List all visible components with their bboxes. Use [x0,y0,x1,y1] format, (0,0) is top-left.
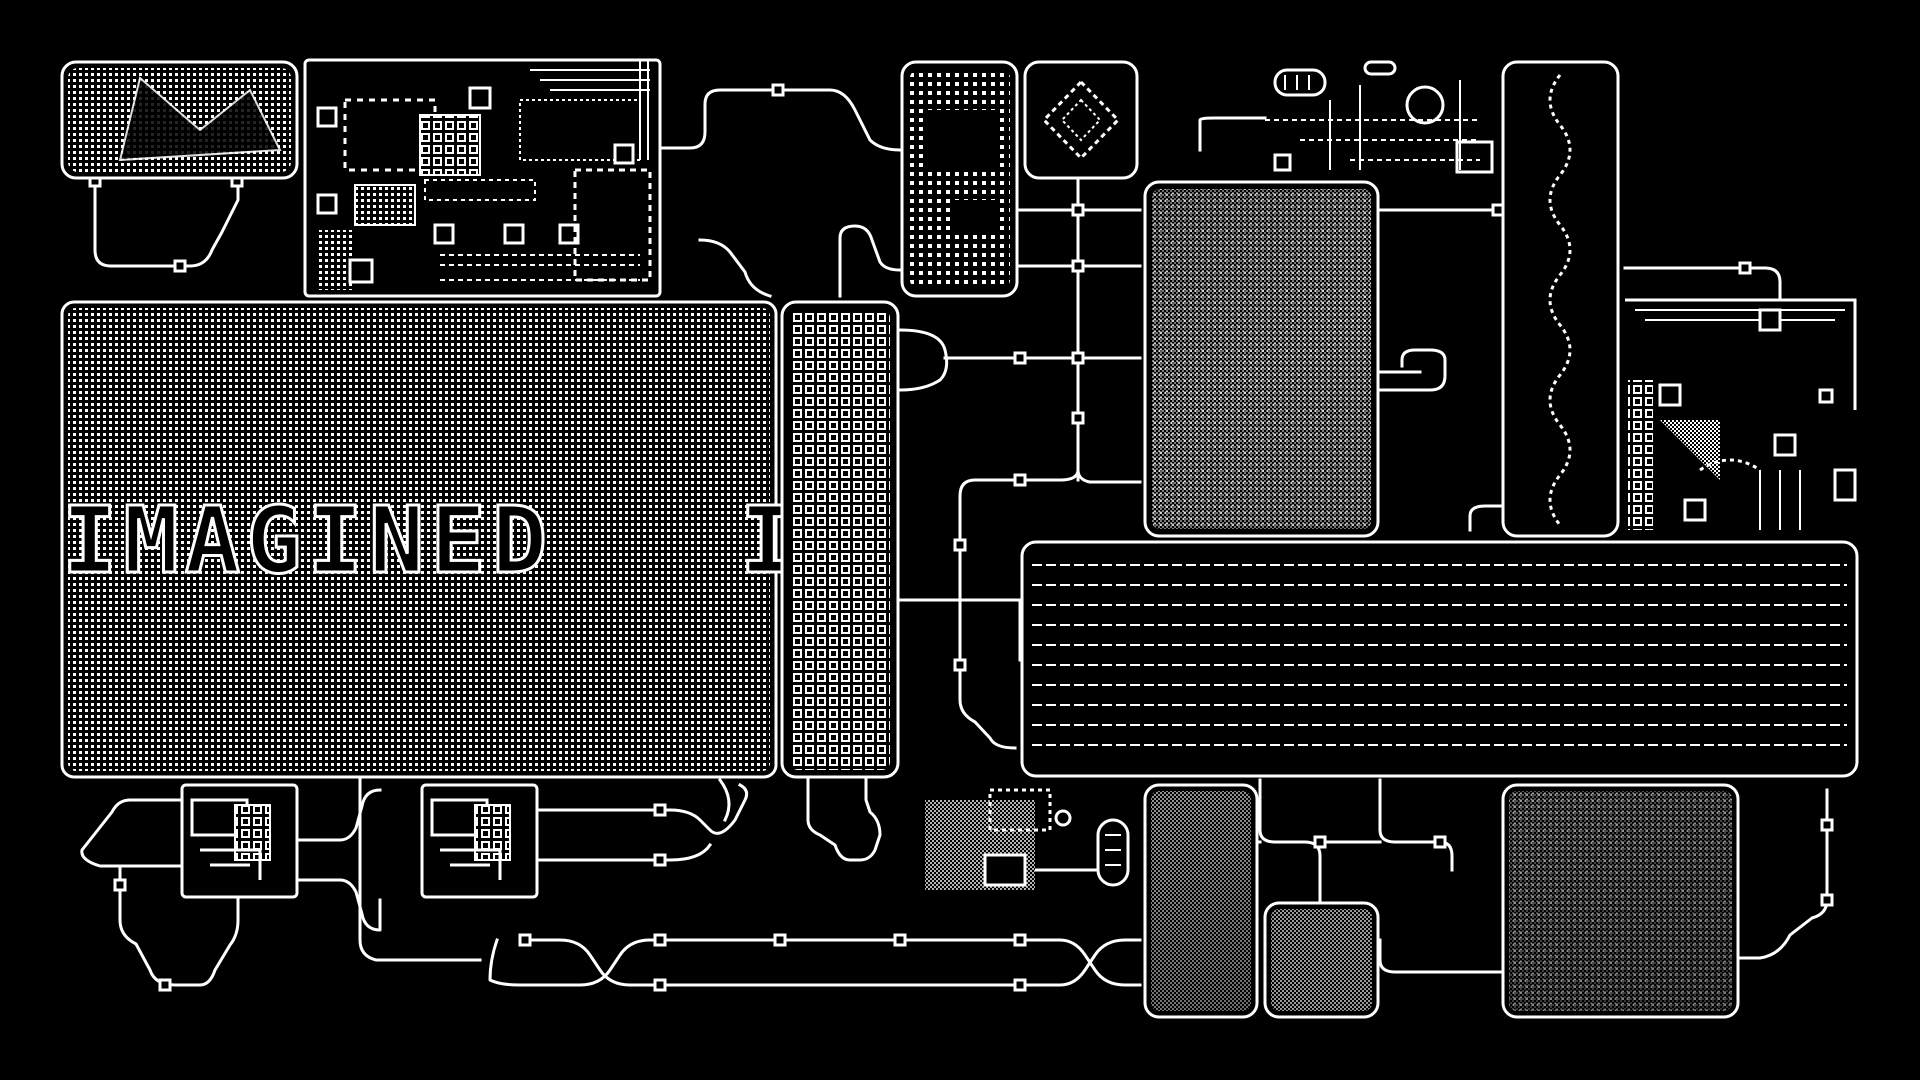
panel-diamond-icon [1023,60,1139,180]
panel-dither-bottom-right [1501,783,1740,1019]
panel-top-left-dots [60,60,299,180]
panel-dither-top [1143,180,1380,538]
panel-top-middle-dots [900,60,1019,298]
chip-cluster-right [1625,298,1857,530]
panel-grid-column [780,300,900,779]
chip-small-2 [420,783,539,899]
component-bottom-middle [925,788,1130,890]
banner-text: IMAGINED [62,487,553,594]
chip-small-1 [180,783,299,899]
main-display-panel: IMAGINED I [60,300,797,779]
pipe-network [80,88,1829,987]
panel-wave-column [1501,60,1620,538]
panel-dither-bottom-small [1263,901,1380,1019]
panel-dither-bottom-left [1143,783,1259,1019]
chip-cluster-top-right [1265,60,1494,174]
panel-lines [1020,540,1859,778]
chip-cluster-top [303,58,662,298]
